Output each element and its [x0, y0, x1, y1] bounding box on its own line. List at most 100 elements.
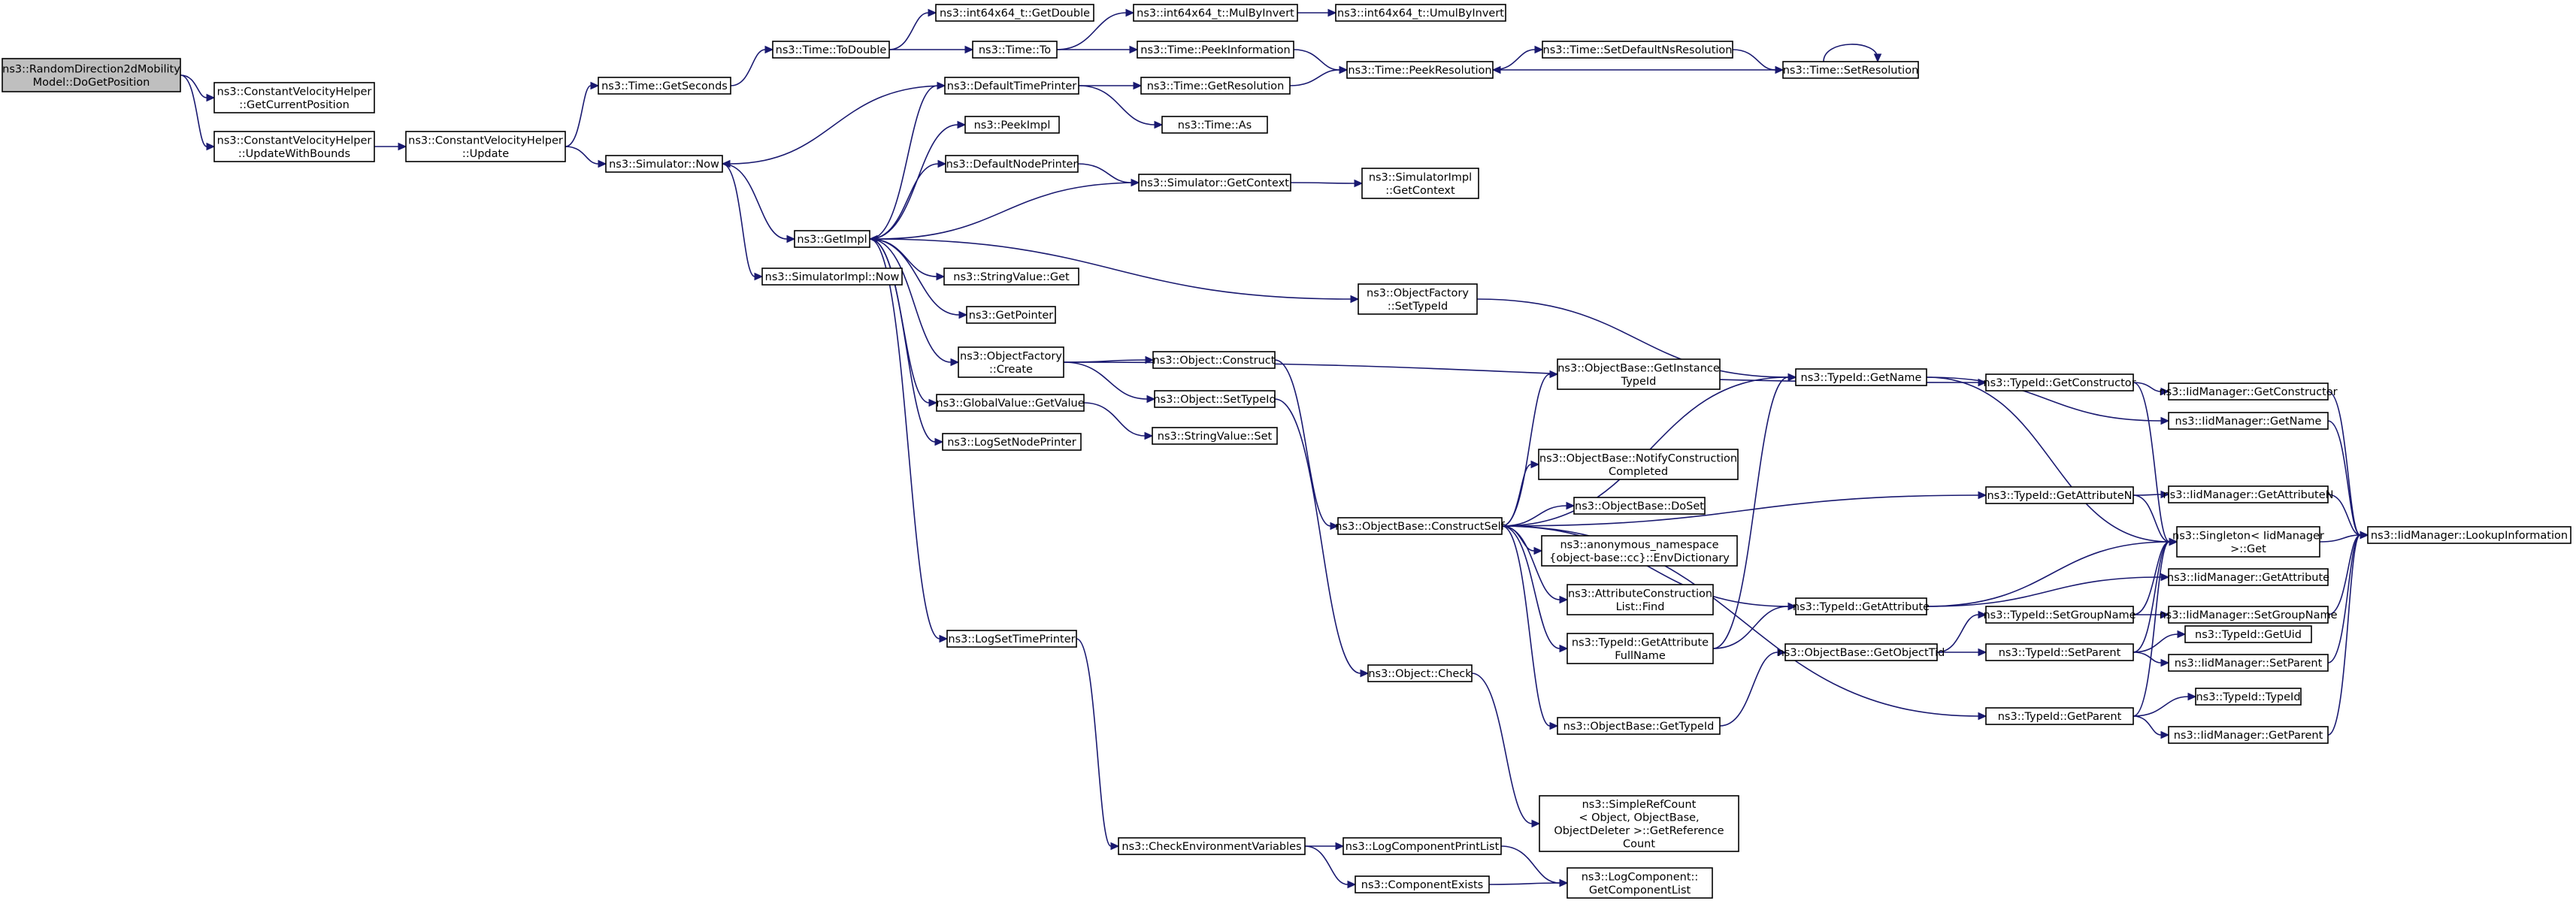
node-label: ns3::Time::SetDefaultNsResolution: [1543, 44, 1733, 56]
arrowhead: [936, 272, 946, 281]
node-timeto[interactable]: ns3::Time::To: [972, 41, 1058, 59]
arrowhead: [937, 81, 946, 90]
node-mulbyinvert[interactable]: ns3::int64x64_t::MulByInvert: [1133, 4, 1298, 22]
node-singleton[interactable]: ns3::Singleton< IidManager>::Get: [2172, 526, 2324, 558]
node-label: ns3::IidManager::GetName: [2175, 416, 2322, 428]
edge-obconstructself-to-obgetinsttid: [1501, 370, 1559, 527]
edge-line: [1936, 614, 1979, 653]
node-checkenv[interactable]: ns3::CheckEnvironmentVariables: [1118, 837, 1306, 855]
node-tidtid[interactable]: ns3::TypeId::TypeId: [2195, 688, 2302, 706]
node-obnotify[interactable]: ns3::ObjectBase::NotifyConstructionCompl…: [1538, 449, 1739, 480]
node-tidgetparent[interactable]: ns3::TypeId::GetParent: [1985, 707, 2134, 725]
node-box: [964, 116, 1060, 134]
node-logsetnp[interactable]: ns3::LogSetNodePrinter: [942, 433, 1082, 451]
edge-getseconds-to-todouble: [730, 45, 774, 86]
node-objcheck[interactable]: ns3::Object::Check: [1367, 664, 1473, 682]
node-strset[interactable]: ns3::StringValue::Set: [1152, 427, 1278, 445]
node-tidgetattrn[interactable]: ns3::TypeId::GetAttributeN: [1985, 486, 2134, 504]
node-compexists[interactable]: ns3::ComponentExists: [1355, 875, 1490, 893]
node-tidsetparent[interactable]: ns3::TypeId::SetParent: [1985, 643, 2134, 661]
node-umulbyinvert[interactable]: ns3::int64x64_t::UmulByInvert: [1335, 4, 1506, 22]
node-gvgetvalue[interactable]: ns3::GlobalValue::GetValue: [936, 394, 1085, 412]
node-obgetobjtid[interactable]: ns3::ObjectBase::GetObjectTid: [1778, 643, 1945, 661]
node-label: ns3::IidManager::GetAttribute: [2167, 572, 2329, 584]
node-simplerefcount[interactable]: ns3::SimpleRefCount< Object, ObjectBase,…: [1539, 795, 1739, 852]
node-tidgetuid[interactable]: ns3::TypeId::GetUid: [2184, 625, 2312, 643]
node-iidgetparent[interactable]: ns3::IidManager::GetParent: [2168, 726, 2329, 744]
node-strget[interactable]: ns3::StringValue::Get: [943, 268, 1079, 286]
node-tidgetctor[interactable]: ns3::TypeId::GetConstructor: [1983, 373, 2136, 392]
node-iidgetctor[interactable]: ns3::IidManager::GetConstructor: [2159, 382, 2338, 401]
node-obdoset[interactable]: ns3::ObjectBase::DoSet: [1573, 497, 1706, 515]
edge-line: [1501, 525, 1560, 600]
node-ofsettid[interactable]: ns3::ObjectFactory::SetTypeId: [1358, 283, 1478, 315]
node-todouble[interactable]: ns3::Time::ToDouble: [772, 41, 890, 59]
edge-line: [565, 85, 592, 147]
node-tidgetname[interactable]: ns3::TypeId::GetName: [1795, 368, 1927, 386]
edge-line: [1056, 12, 1127, 50]
arrowhead: [950, 358, 960, 367]
node-peekinfo[interactable]: ns3::Time::PeekInformation: [1137, 41, 1294, 59]
node-obgettid[interactable]: ns3::ObjectBase::GetTypeId: [1557, 717, 1721, 735]
edge-line: [869, 238, 960, 316]
node-setres[interactable]: ns3::Time::SetResolution: [1782, 61, 1919, 79]
node-cvh_getpos[interactable]: ns3::ConstantVelocityHelper::GetCurrentP…: [213, 82, 375, 113]
node-logsettp[interactable]: ns3::LogSetTimePrinter: [946, 630, 1077, 648]
node-defnp[interactable]: ns3::DefaultNodePrinter: [945, 155, 1079, 173]
node-label: ns3::Object::SetTypeId: [1153, 394, 1276, 406]
node-setdefres[interactable]: ns3::Time::SetDefaultNsResolution: [1542, 41, 1733, 59]
node-deftp[interactable]: ns3::DefaultTimePrinter: [944, 77, 1079, 95]
node-iidgetattrn[interactable]: ns3::IidManager::GetAttributeN: [2163, 485, 2334, 503]
node-anonenv[interactable]: ns3::anonymous_namespace{object-base::cc…: [1541, 535, 1738, 567]
edge-line: [2327, 420, 2361, 536]
node-cvh_upb[interactable]: ns3::ConstantVelocityHelper::UpdateWithB…: [213, 131, 375, 162]
node-i64getdouble[interactable]: ns3::int64x64_t::GetDouble: [935, 4, 1094, 22]
arrowhead: [1533, 546, 1543, 555]
node-tidgetattr[interactable]: ns3::TypeId::GetAttribute: [1793, 597, 1930, 615]
node-ofcreate[interactable]: ns3::ObjectFactory::Create: [958, 346, 1064, 378]
arrowhead: [957, 120, 967, 129]
edge-line: [869, 85, 938, 240]
node-peekres[interactable]: ns3::Time::PeekResolution: [1346, 61, 1494, 79]
node-getseconds[interactable]: ns3::Time::GetSeconds: [598, 77, 731, 95]
node-simimplnow[interactable]: ns3::SimulatorImpl::Now: [761, 268, 903, 286]
node-label: ::GetCurrentPosition: [239, 99, 350, 111]
node-simimplgetctx[interactable]: ns3::SimulatorImpl::GetContext: [1361, 168, 1479, 199]
node-objconstruct[interactable]: ns3::Object::Construct: [1152, 351, 1276, 369]
node-iidgetattr[interactable]: ns3::IidManager::GetAttribute: [2167, 568, 2329, 586]
node-box: [1133, 4, 1298, 22]
node-timeas[interactable]: ns3::Time::As: [1161, 116, 1268, 134]
node-iidlookup[interactable]: ns3::IidManager::LookupInformation: [2367, 526, 2571, 544]
node-iidsetgroup[interactable]: ns3::IidManager::SetGroupName: [2159, 606, 2338, 624]
node-label: ns3::TypeId::GetUid: [2195, 629, 2302, 641]
node-label: ns3::Simulator::Now: [609, 159, 719, 171]
node-lcgetlist[interactable]: ns3::LogComponent::GetComponentList: [1566, 867, 1713, 899]
node-tidsetgroup[interactable]: ns3::TypeId::SetGroupName: [1983, 606, 2136, 624]
node-objsettid[interactable]: ns3::Object::SetTypeId: [1153, 390, 1276, 408]
node-simgetctx[interactable]: ns3::Simulator::GetContext: [1138, 174, 1291, 192]
node-iidsetparent[interactable]: ns3::IidManager::SetParent: [2168, 654, 2329, 672]
edge-line: [2133, 541, 2170, 717]
node-label: ns3::ConstantVelocityHelper: [217, 86, 372, 98]
arrowhead: [1146, 395, 1156, 404]
edge-line: [729, 85, 946, 165]
node-box: [761, 268, 903, 286]
node-obconstructself[interactable]: ns3::ObjectBase::ConstructSelf: [1335, 517, 1506, 535]
node-iidgetname[interactable]: ns3::IidManager::GetName: [2168, 412, 2329, 430]
node-getimpl[interactable]: ns3::GetImpl: [794, 230, 870, 248]
node-cvh_up[interactable]: ns3::ConstantVelocityHelper::Update: [405, 131, 566, 162]
arrowhead: [939, 634, 949, 643]
node-peekimpl[interactable]: ns3::PeekImpl: [964, 116, 1060, 134]
edge-line: [1501, 525, 1560, 649]
arrowhead: [764, 45, 774, 54]
node-getres[interactable]: ns3::Time::GetResolution: [1140, 77, 1291, 95]
edge-objsettid-to-objcheck: [1274, 398, 1370, 678]
node-logcpl[interactable]: ns3::LogComponentPrintList: [1342, 837, 1502, 855]
node-box: [2, 58, 181, 92]
node-getpointer[interactable]: ns3::GetPointer: [966, 306, 1056, 324]
node-simnow[interactable]: ns3::Simulator::Now: [605, 155, 723, 173]
